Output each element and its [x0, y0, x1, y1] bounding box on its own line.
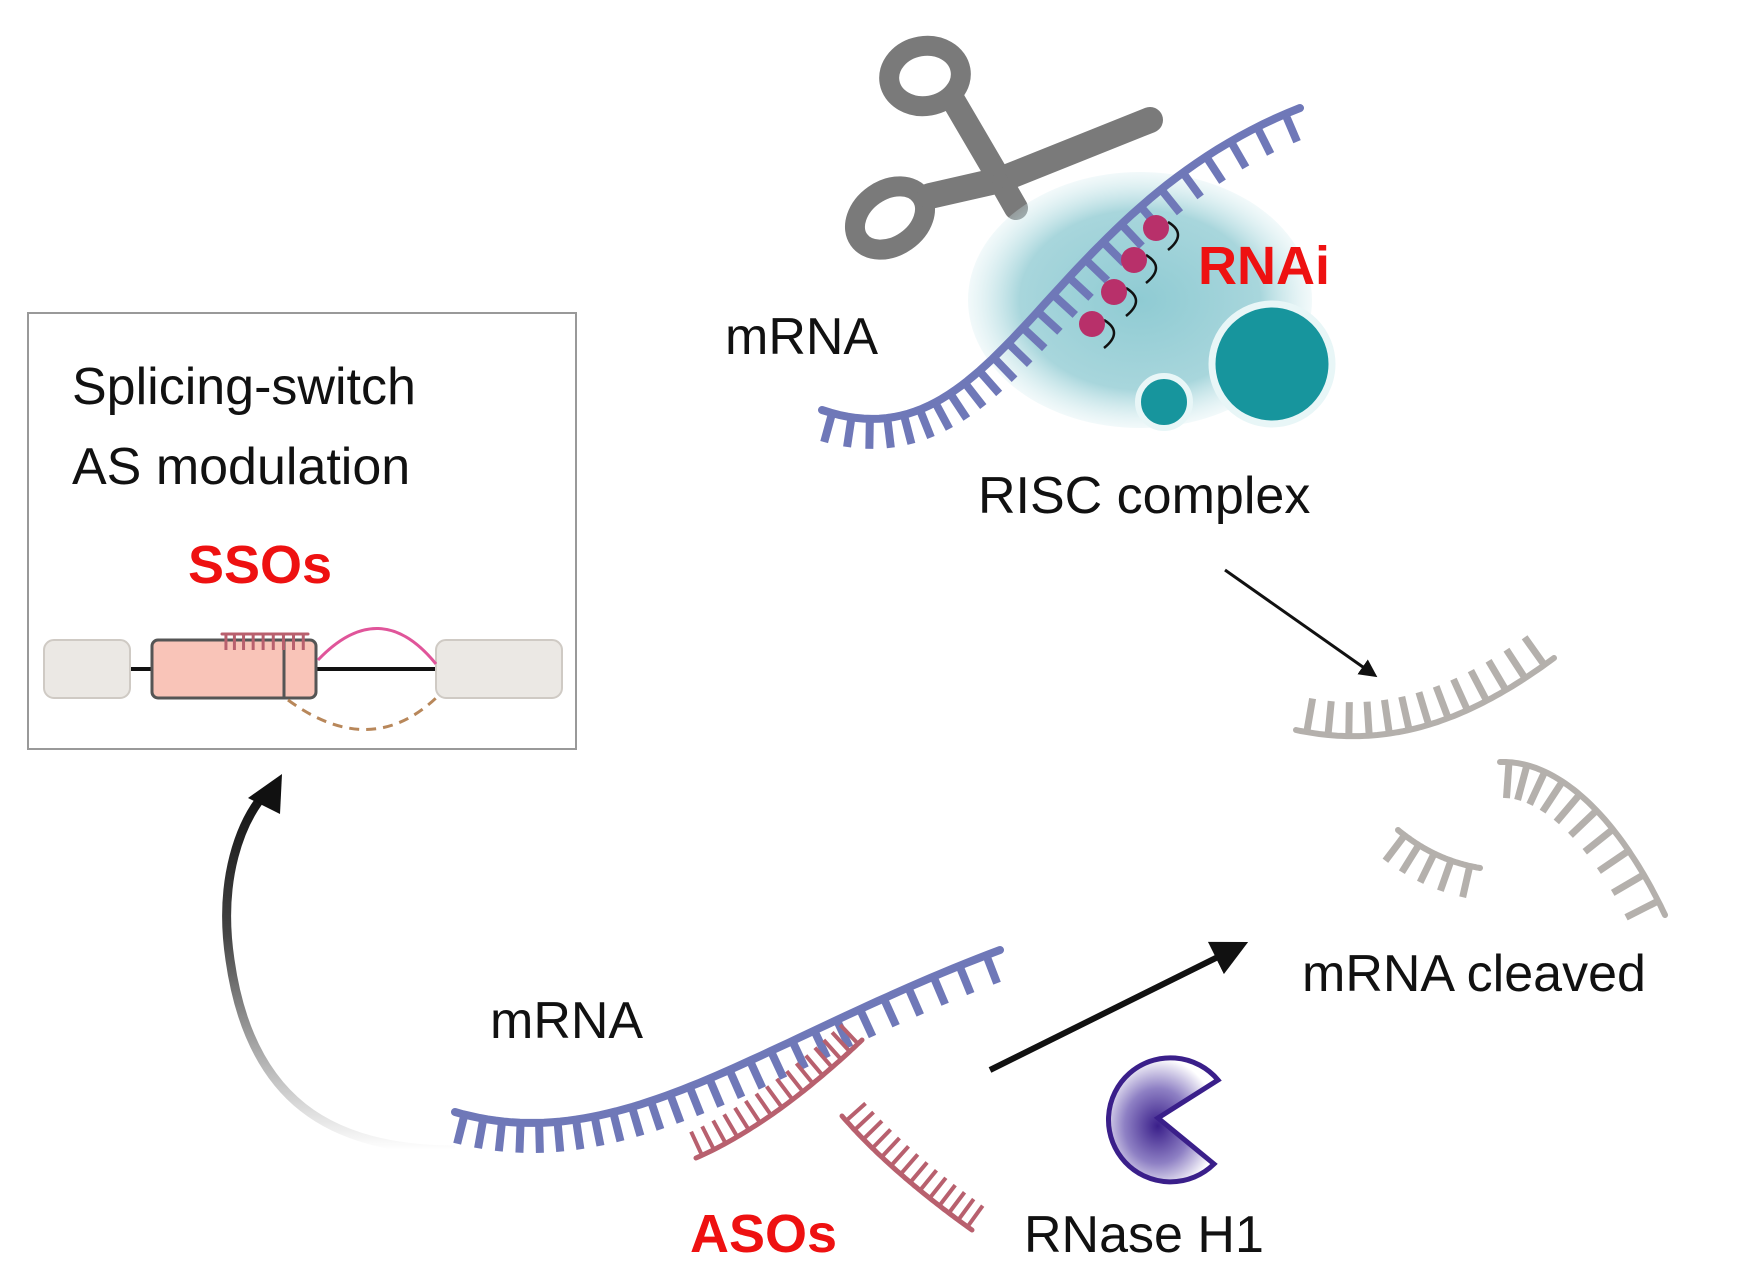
cleaved-fragment-upper: [1293, 635, 1557, 740]
arrow-to-splicing-box: [222, 786, 456, 1155]
mrna-cleaved-label: mRNA cleaved: [1302, 945, 1646, 1003]
rnase-h1-icon: [1106, 1055, 1222, 1185]
risc-protein-large: [1208, 300, 1336, 428]
cleaved-fragment-lower: [1497, 759, 1668, 921]
panel-title-line1: Splicing-switch: [72, 358, 416, 416]
rnai-label: RNAi: [1198, 236, 1330, 296]
mrna-strand-top: [818, 104, 1304, 449]
mrna-strand-bottom: [451, 946, 1004, 1153]
splice-arc-included: [316, 627, 438, 665]
mrna-top-label: mRNA: [725, 308, 878, 366]
splicing-switch-panel: Splicing-switch AS modulation SSOs: [27, 312, 577, 750]
ssos-label: SSOs: [188, 535, 332, 595]
sirna-guide: [1079, 215, 1180, 349]
arrow-head-splicing: [248, 774, 282, 814]
scissors-icon: [844, 35, 1163, 260]
aso-bound-strand: [689, 1023, 865, 1161]
cleaved-mrna: mRNA cleaved: [1293, 635, 1668, 1003]
aso-pathway: mRNA ASOs RNase H1: [222, 774, 1264, 1264]
sso-oligo: [220, 632, 310, 650]
rnai-pathway: mRNA RNAi RISC complex: [725, 35, 1378, 678]
risc-protein-small: [1135, 373, 1193, 431]
asos-label: ASOs: [690, 1204, 837, 1264]
aso-free-strand: [839, 1101, 985, 1233]
exon-right: [435, 639, 563, 699]
arrow-aso-to-cleaved: [988, 941, 1249, 1073]
rnase-h1-label: RNase H1: [1024, 1206, 1264, 1264]
mrna-bottom-label: mRNA: [490, 992, 643, 1050]
risc-complex-label: RISC complex: [978, 467, 1310, 525]
cleaved-fragment-small: [1382, 827, 1483, 898]
panel-title-line2: AS modulation: [72, 438, 410, 496]
exon-left: [43, 639, 131, 699]
arrow-risc-to-cleaved: [1224, 568, 1378, 678]
splice-arc-skipped: [287, 696, 438, 731]
